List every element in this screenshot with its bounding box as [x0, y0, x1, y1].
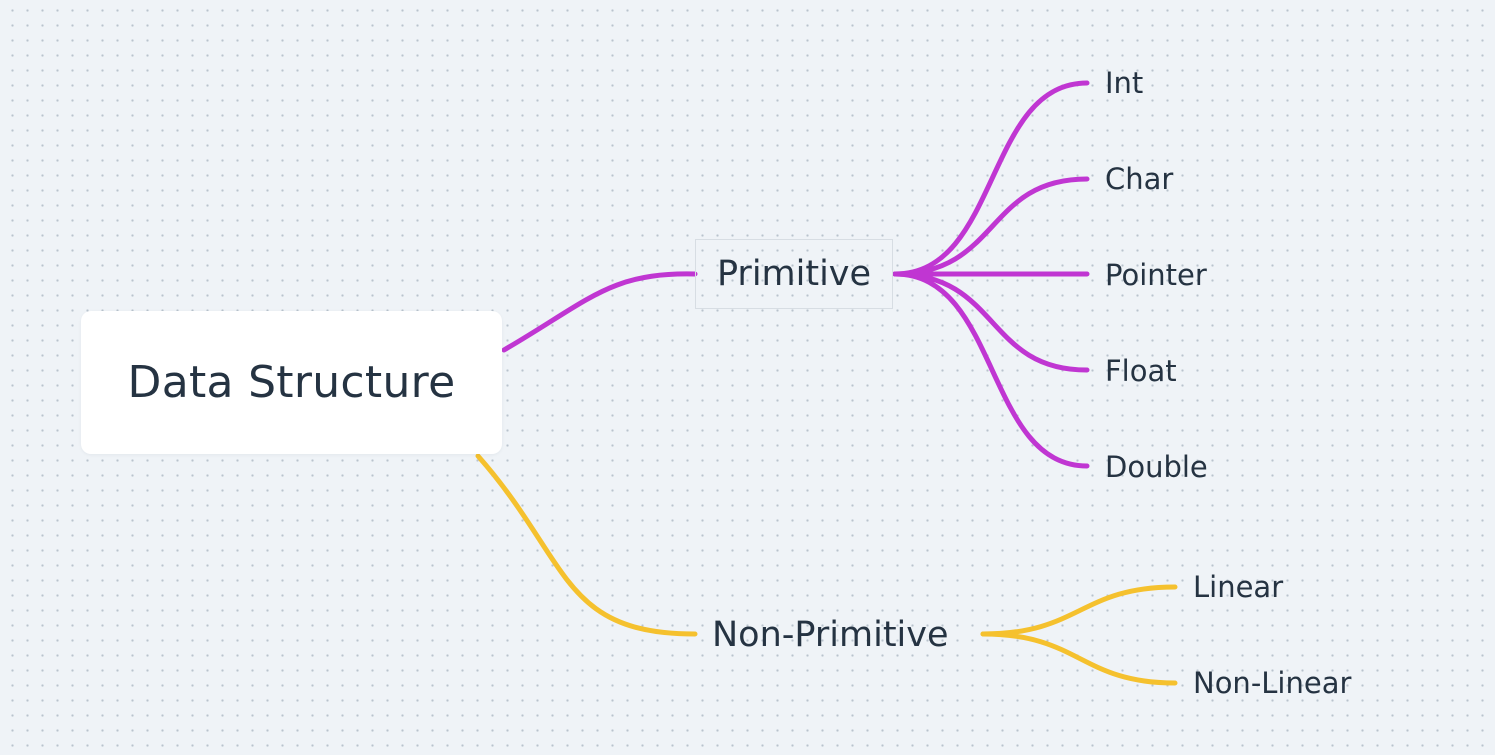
edge-primitive-float	[892, 271, 1090, 373]
branch-label-primitive: Primitive	[716, 254, 872, 294]
edge-root-primitive	[501, 271, 698, 353]
leaf-node-int[interactable]: Int	[1105, 66, 1144, 100]
edge-nonprimitive-nonlinear	[980, 631, 1178, 686]
root-label: Data Structure	[127, 357, 456, 408]
edge-primitive-int	[892, 80, 1090, 277]
leaf-node-non-linear[interactable]: Non-Linear	[1193, 666, 1352, 700]
edge-nonprimitive-linear	[980, 584, 1178, 637]
edge-primitive-char	[892, 176, 1090, 277]
branch-node-primitive[interactable]: Primitive	[695, 239, 893, 309]
leaf-node-linear[interactable]: Linear	[1193, 570, 1284, 604]
root-node[interactable]: Data Structure	[81, 311, 502, 454]
leaf-node-pointer[interactable]: Pointer	[1105, 258, 1207, 292]
edge-primitive-double	[892, 271, 1090, 469]
leaf-node-float[interactable]: Float	[1105, 354, 1177, 388]
leaf-node-char[interactable]: Char	[1105, 162, 1174, 196]
branch-label-non-primitive: Non-Primitive	[712, 615, 949, 655]
leaf-node-double[interactable]: Double	[1105, 450, 1208, 484]
edge-root-nonprimitive	[475, 453, 698, 637]
branch-node-non-primitive[interactable]: Non-Primitive	[712, 613, 949, 657]
